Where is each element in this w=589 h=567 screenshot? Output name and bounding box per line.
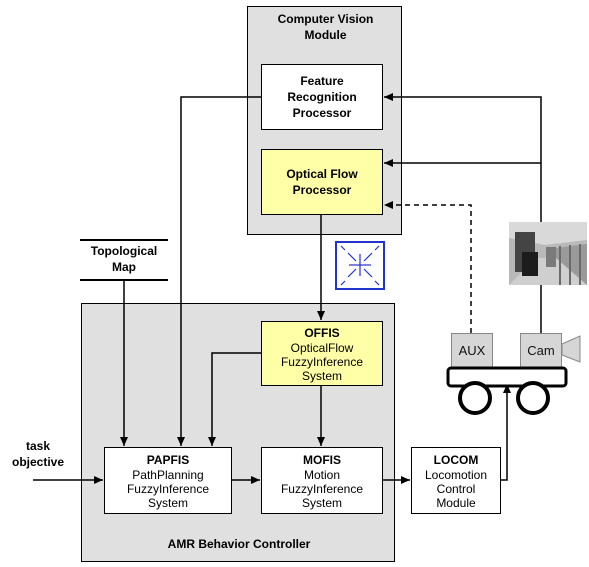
camera-lens-icon bbox=[561, 335, 581, 363]
mofis-block: MOFIS Motion FuzzyInference System bbox=[261, 447, 383, 514]
feature-recognition-processor: Feature Recognition Processor bbox=[261, 64, 383, 130]
behavior-controller-title: AMR Behavior Controller bbox=[167, 537, 311, 551]
robot-cart-icon bbox=[446, 366, 568, 415]
cv-module-title: Computer Vision Module bbox=[277, 12, 374, 42]
offis-block: OFFIS OpticalFlow FuzzyInference System bbox=[261, 321, 383, 386]
cam-sensor: Cam bbox=[520, 333, 562, 368]
topological-map: Topological Map bbox=[90, 244, 158, 274]
arrow-locom-to-robot bbox=[501, 384, 511, 481]
papfis-block: PAPFIS PathPlanning FuzzyInference Syste… bbox=[104, 447, 232, 514]
locom-block: LOCOM Locomotion Control Module bbox=[411, 447, 501, 514]
camera-view-thumbnail bbox=[509, 222, 587, 285]
optical-flow-processor: Optical Flow Processor bbox=[261, 149, 383, 215]
arrow-cam-to-feature bbox=[384, 93, 542, 333]
task-objective-label: task objective bbox=[11, 439, 65, 469]
optical-flow-field-icon bbox=[335, 241, 385, 290]
arrow-feature-to-papfis bbox=[177, 96, 261, 446]
arrow-aux-to-flow bbox=[384, 201, 472, 333]
aux-sensor: AUX bbox=[451, 333, 493, 368]
arrow-offis-to-papfis bbox=[208, 352, 261, 446]
